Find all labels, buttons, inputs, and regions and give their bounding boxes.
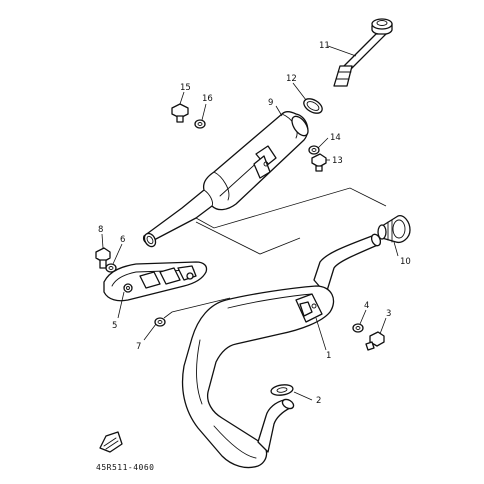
part-15-bolt: [171, 103, 189, 123]
callout-9: 9: [268, 98, 273, 108]
callout-1: 1: [326, 351, 331, 361]
part-5-protector: [103, 261, 208, 302]
part-11-bolt: [333, 18, 393, 87]
part-4-washer: [352, 323, 364, 333]
part-1-exhaust-pipe: [181, 233, 382, 469]
part-14-washer: [308, 145, 320, 155]
callout-labels: 11 12 9 15 16 14 13 10 8 6 5 7 1 2 4 3: [98, 41, 411, 406]
callout-4: 4: [364, 301, 369, 311]
callout-8: 8: [98, 225, 103, 235]
callout-7: 7: [136, 342, 141, 352]
mount-outline: [195, 187, 387, 229]
callout-3: 3: [386, 309, 391, 319]
part-8-bolt: [95, 247, 111, 269]
drawing-code: 45R511-4060: [96, 463, 154, 472]
part-2-gasket: [270, 384, 294, 396]
part-16-washer: [194, 119, 206, 129]
part-7-washer: [154, 317, 166, 327]
part-6-washer: [105, 263, 117, 273]
callout-6: 6: [120, 235, 125, 245]
protector-guide: [163, 297, 231, 319]
mount-outline-lower: [195, 221, 301, 255]
part-10-joint: [377, 215, 411, 244]
callout-15: 15: [180, 83, 191, 93]
callout-5: 5: [112, 321, 117, 331]
callout-13: 13: [332, 156, 343, 166]
part-12-o-ring: [303, 98, 323, 114]
part-13-bolt: [311, 153, 327, 172]
callout-11: 11: [319, 41, 330, 51]
front-arrow-icon: [99, 431, 123, 453]
part-3-bolt: [365, 331, 385, 351]
callout-2: 2: [316, 396, 321, 406]
callout-12: 12: [286, 74, 297, 84]
part-9-silencer: [142, 111, 309, 248]
leader-lines: [101, 45, 399, 401]
callout-16: 16: [202, 94, 213, 104]
callout-14: 14: [330, 133, 341, 143]
callout-10: 10: [400, 257, 411, 267]
